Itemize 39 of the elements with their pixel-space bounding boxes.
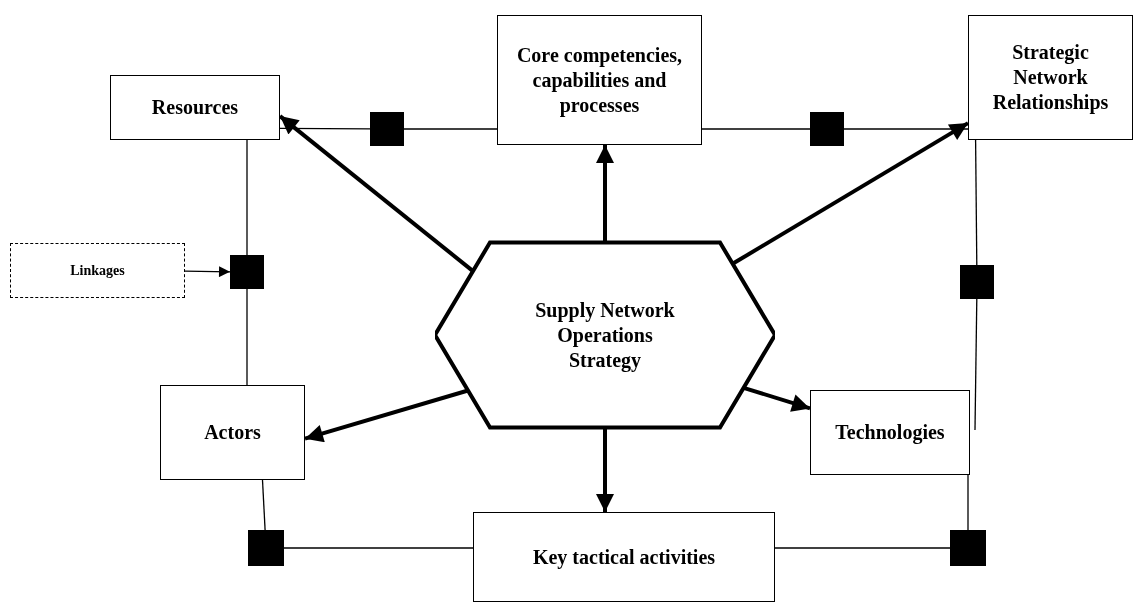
node-label: Linkages: [69, 261, 126, 280]
process-box: [497, 15, 702, 145]
connector-line: [261, 479, 266, 531]
node-label: Key tactical activities: [531, 544, 717, 570]
node-label: Technologies: [834, 420, 946, 445]
resource-box: [110, 75, 280, 140]
junction-square: [370, 112, 404, 146]
node-label: Actors: [203, 420, 262, 445]
arrow: [304, 388, 469, 443]
node-label: Resources: [150, 95, 240, 120]
strategy-hexagon: [435, 240, 775, 430]
arrow: [596, 427, 614, 512]
connector-line: [774, 547, 951, 549]
process-box: [968, 15, 1133, 140]
arrow: [743, 385, 811, 412]
arrow: [184, 266, 231, 278]
connector-line: [403, 128, 498, 130]
junction-square: [248, 530, 284, 566]
connector-line: [967, 474, 969, 531]
connector-line: [246, 139, 248, 256]
process-box: [473, 512, 775, 602]
node-label: Core competencies, capabilities and processes: [515, 42, 684, 118]
connector-line: [974, 139, 978, 266]
connector-line: [279, 127, 371, 130]
process-box: [160, 385, 305, 480]
arrow: [596, 145, 614, 243]
junction-square: [950, 530, 986, 566]
connector-line: [974, 298, 978, 431]
connector-line: [843, 128, 969, 130]
junction-square: [810, 112, 844, 146]
dashed-box: [10, 243, 185, 298]
node-label: Supply Network Operations Strategy: [534, 297, 676, 373]
connector-line: [283, 547, 474, 549]
junction-square: [960, 265, 994, 299]
connector-line: [246, 288, 248, 386]
process-box: [810, 390, 970, 475]
node-label: Strategic Network Relationships: [991, 40, 1110, 115]
junction-square: [230, 255, 264, 289]
connector-line: [701, 128, 811, 130]
